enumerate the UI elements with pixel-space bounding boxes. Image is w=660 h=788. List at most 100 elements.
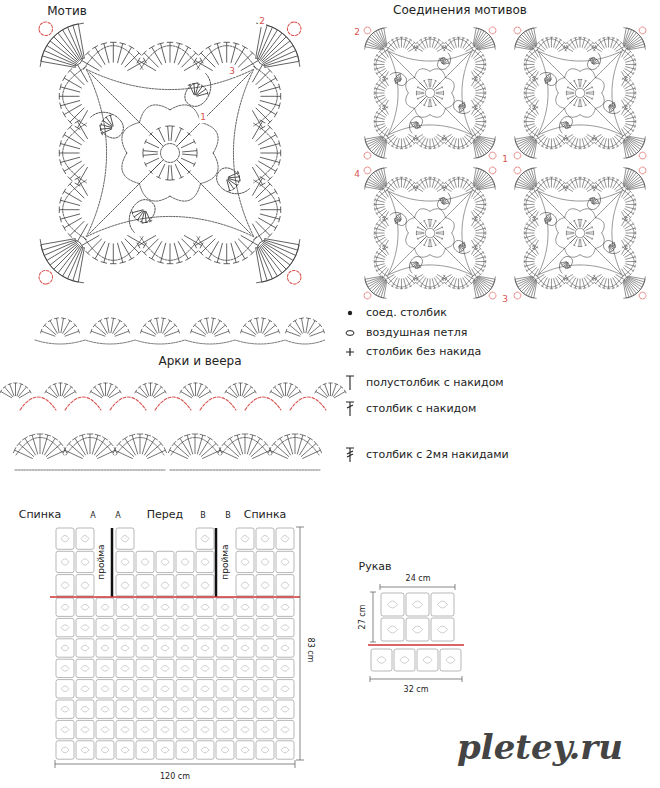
motif-quarter [364, 167, 430, 278]
stitch-stem [626, 279, 640, 290]
chain-loop [433, 236, 470, 273]
stitch-top [479, 190, 481, 192]
stitch-top [420, 242, 422, 244]
stitch-top [566, 142, 568, 144]
stitch-top [448, 285, 451, 287]
stitch-top [629, 219, 631, 221]
chain-loop [539, 236, 576, 273]
stitch-stem [524, 139, 535, 153]
stitch-top [391, 179, 394, 181]
stitch-stem [259, 30, 277, 60]
stitch-top [583, 37, 586, 39]
stitch-top [485, 260, 486, 263]
stitch-stem [263, 242, 293, 260]
paisley-loop [435, 51, 453, 72]
stitch-top [461, 250, 463, 252]
stitch-top [528, 133, 530, 135]
chain-loop [376, 78, 388, 108]
chain-loop [445, 233, 454, 248]
chain-loop [388, 191, 398, 275]
stitch-stem [409, 46, 418, 51]
chain-loop [407, 114, 425, 135]
stitch-top [394, 220, 396, 222]
chain-loop [433, 192, 470, 229]
stitch-stem [252, 224, 262, 242]
stitch-stem [235, 241, 245, 259]
stitch-stem [259, 246, 277, 276]
stitch-top [485, 231, 486, 234]
stitch-top [537, 41, 539, 43]
stitch-stem [383, 246, 388, 255]
stitch-top [280, 150, 281, 156]
stitch-stem [627, 184, 644, 189]
stitch-top [238, 180, 240, 184]
stitch-stem [437, 46, 446, 51]
stitch-top [634, 236, 636, 239]
stitch-top [632, 111, 634, 114]
stitch-top [391, 285, 394, 287]
stitch-top [145, 162, 147, 166]
stitch-top [482, 222, 484, 225]
chain-loop [254, 180, 278, 239]
stitch-stem [580, 79, 582, 86]
stitch-stem [374, 139, 385, 153]
stitch-top [632, 82, 634, 85]
stitch-top [545, 147, 548, 149]
stitch-top [260, 120, 266, 123]
stitch-top [632, 241, 634, 244]
stitch-top [417, 86, 418, 88]
stitch-stem [424, 221, 427, 228]
stitch-top [268, 120, 273, 125]
stitch-top [545, 37, 548, 39]
stitch-top [591, 197, 593, 199]
stitch-top [420, 83, 422, 85]
stitch-stem [168, 165, 169, 180]
stitch-stem [443, 201, 449, 206]
stitch-top [629, 107, 631, 109]
motif-quarter [535, 27, 646, 93]
stitch-stem [179, 134, 190, 145]
chain-loop [86, 106, 127, 141]
stitch-top [110, 263, 116, 264]
stitch-top [475, 105, 478, 107]
stitch-top [614, 246, 615, 248]
stitch-top [479, 76, 481, 78]
stitch-top [524, 58, 526, 61]
stitch-top [482, 54, 484, 57]
stitch-stem [443, 60, 448, 66]
stitch-top [625, 48, 628, 50]
stitch-top [280, 206, 281, 212]
chain-loop [170, 184, 201, 202]
stitch-top [484, 208, 486, 211]
stitch-top [167, 263, 173, 264]
stitch-top [417, 127, 419, 129]
stitch-top [611, 110, 613, 112]
stitch-top [594, 41, 596, 43]
stitch-top [609, 251, 611, 253]
stitch-top [424, 177, 427, 179]
stitch-top [620, 181, 622, 183]
chain-loop [376, 247, 388, 277]
chain-loop [451, 99, 472, 117]
stitch-top [583, 147, 586, 149]
stitch-stem [78, 65, 88, 83]
stitch-top [563, 41, 565, 43]
chain-loop [595, 78, 604, 93]
chain-loop [586, 51, 604, 72]
stitch-stem [566, 233, 573, 235]
stitch-top [613, 102, 615, 104]
stitch-top [607, 177, 610, 178]
stitch-top [188, 83, 191, 87]
stitch-stem [443, 134, 452, 139]
stitch-top [85, 51, 90, 56]
chain-loop [86, 216, 253, 236]
stitch-stem [264, 61, 299, 67]
stitch-top [374, 231, 375, 234]
stitch-top [415, 267, 417, 268]
stitch-top [482, 241, 484, 244]
stitch-top [485, 203, 486, 206]
chain-loop [580, 69, 595, 78]
stitch-stem [478, 47, 495, 50]
stitch-top [374, 265, 376, 268]
stitch-top [474, 278, 476, 281]
